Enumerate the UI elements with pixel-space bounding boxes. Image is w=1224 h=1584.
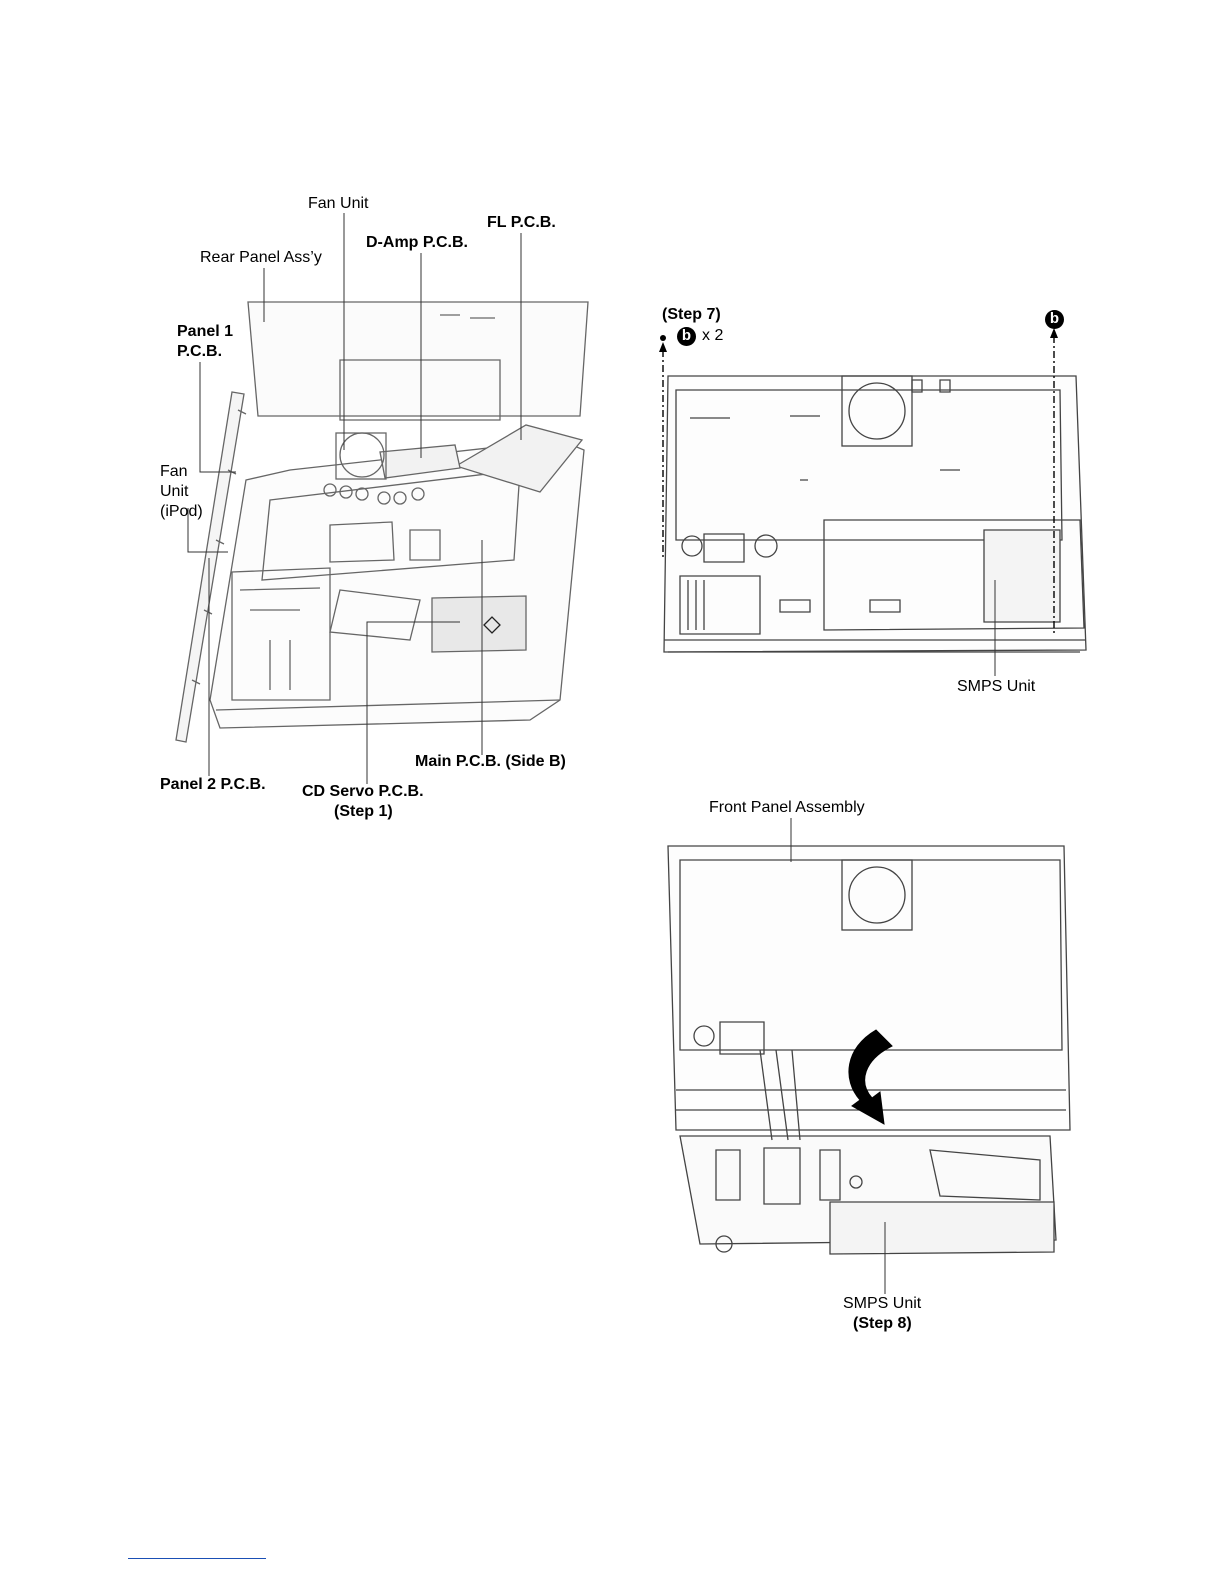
label-d-amp-pcb: D-Amp P.C.B.: [366, 233, 468, 253]
label-fan-ipod-line3: (iPod): [160, 502, 203, 522]
screw-b-badge-left: b: [677, 327, 696, 346]
chassis-outline-bottom: [668, 846, 1070, 1130]
label-cd-servo-step: (Step 1): [334, 802, 393, 822]
label-panel2-pcb: Panel 2 P.C.B.: [160, 775, 266, 795]
label-panel1-line1: Panel 1: [177, 322, 233, 342]
label-screw-count: x 2: [702, 326, 723, 346]
label-panel1-line2: P.C.B.: [177, 342, 222, 362]
label-fl-pcb: FL P.C.B.: [487, 213, 556, 233]
label-smps-unit-top: SMPS Unit: [957, 677, 1035, 697]
label-fan-ipod-line1: Fan: [160, 462, 188, 482]
label-front-panel: Front Panel Assembly: [709, 798, 865, 818]
label-fan-ipod-line2: Unit: [160, 482, 188, 502]
label-cd-servo: CD Servo P.C.B.: [302, 782, 424, 802]
label-rear-panel: Rear Panel Ass’y: [200, 248, 322, 268]
label-main-pcb: Main P.C.B. (Side B): [415, 752, 566, 772]
footer-rule: [128, 1558, 266, 1559]
label-fan-unit: Fan Unit: [308, 194, 368, 214]
screw-b-badge-right: b: [1045, 310, 1064, 329]
label-step7: (Step 7): [662, 305, 721, 325]
label-step8: (Step 8): [853, 1314, 912, 1334]
label-smps-unit-bottom: SMPS Unit: [843, 1294, 921, 1314]
smps-unit-shape: [830, 1202, 1054, 1254]
